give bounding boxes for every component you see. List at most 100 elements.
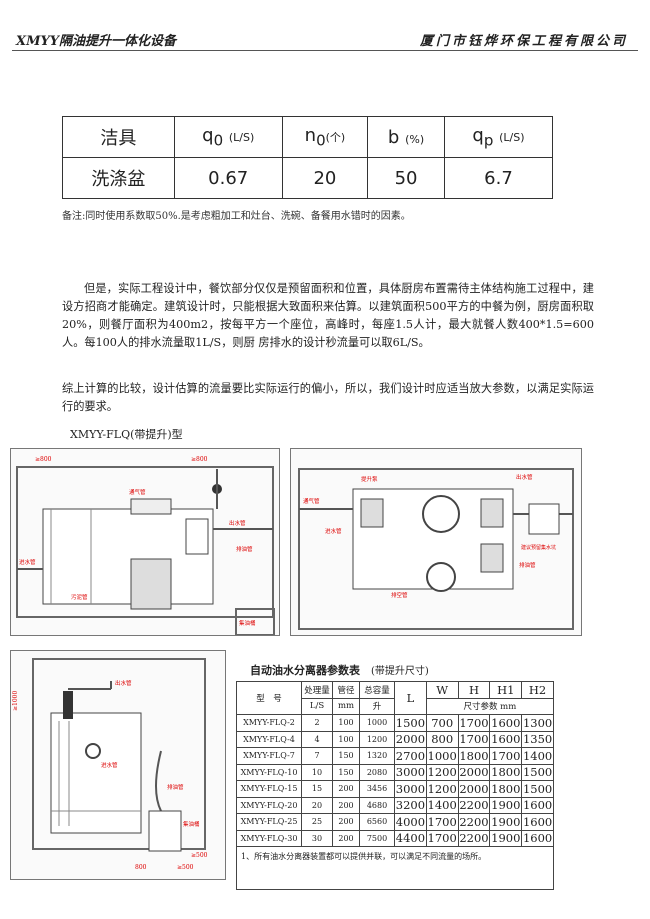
table-cell: 1700 [457, 714, 491, 732]
table-cell: 800 [425, 730, 459, 748]
table-cell: 30 [301, 829, 333, 847]
param-table: 型 号 处理量 管径 总容量 L W H H1 H2 L/S mm 升 尺寸参数… [236, 681, 555, 890]
table-cell: 2700 [394, 747, 427, 765]
d1-label-oilbucket: 集油桶 [239, 619, 256, 627]
table-cell: 1500 [521, 780, 554, 798]
table-cell: 1700 [425, 813, 459, 831]
cell-fixture: 洁具 [62, 116, 175, 158]
table-cell: 10 [301, 763, 333, 781]
table-cell: 1300 [521, 714, 554, 732]
table-cell: 1500 [394, 714, 427, 732]
th-H1: H1 [489, 681, 523, 699]
table-cell: 4680 [359, 796, 395, 814]
table-note: 备注:同时使用系数取50%.是考虑粗加工和灶台、洗碗、备餐用水错时的因素。 [62, 211, 411, 222]
table-cell: XMYY-FLQ-30 [236, 829, 302, 847]
model-label: XMYY-FLQ(带提升)型 [70, 428, 183, 441]
table-cell: 100 [332, 730, 360, 748]
table-cell: 1800 [489, 780, 523, 798]
table-cell: 1350 [521, 730, 554, 748]
table-cell: 1400 [425, 796, 459, 814]
table-cell: 2080 [359, 763, 395, 781]
table-cell: XMYY-FLQ-15 [236, 780, 302, 798]
drawing-front-view: ≥1000 ≥500 800 ≥500 出水管 进水管 排油管 集油桶 [10, 650, 226, 880]
table-cell: 2000 [394, 730, 427, 748]
flow-table-row: 洗涤盆 0.67 20 50 6.7 [62, 157, 554, 199]
th-model: 型 号 [236, 681, 302, 715]
param-table-units: L/S mm 升 尺寸参数 mm [237, 697, 555, 715]
table-cell: 2200 [457, 829, 491, 847]
table-cell: XMYY-FLQ-7 [236, 747, 302, 765]
table-cell: 3000 [394, 780, 427, 798]
th-H2: H2 [521, 681, 554, 699]
table-cell: 1500 [521, 763, 554, 781]
table-cell: 1320 [359, 747, 395, 765]
cell-row-n0: 20 [281, 157, 369, 199]
cell-n0: n0(个) [281, 116, 369, 158]
table-cell: 2200 [457, 796, 491, 814]
table-cell: 1900 [489, 796, 523, 814]
table-cell: 2000 [457, 780, 491, 798]
flow-table: 洁具 q0 (L/S) n0(个) b (%) qp (L/S) 洗涤盆 0.6… [62, 116, 554, 199]
table-cell: 700 [425, 714, 459, 732]
cell-row-fixture: 洗涤盆 [62, 157, 175, 199]
table-cell: 3000 [394, 763, 427, 781]
table-cell: 2000 [457, 763, 491, 781]
front-view-svg: ≥1000 ≥500 800 ≥500 出水管 进水管 排油管 集油桶 [12, 658, 208, 871]
table-cell: 1200 [425, 763, 459, 781]
table-cell: 4 [301, 730, 333, 748]
paragraph-1: 但是，实际工程设计中，餐饮部分仅仅是预留面积和位置，具体厨房布置需待主体结构施工… [62, 282, 594, 349]
table-cell: 6560 [359, 813, 395, 831]
table-cell: 20 [301, 796, 333, 814]
header-company-name: 厦门市钰烨环保工程有限公司 [419, 34, 628, 49]
table-cell: 150 [332, 763, 360, 781]
d3-label-outlet: 出水管 [115, 679, 132, 687]
drawing-side-view: ≥800 ≥800 通气管 进水管 出水管 排油管 污泥管 集油桶 [10, 448, 280, 636]
table-cell: 1600 [521, 796, 554, 814]
d2-label-drain: 排空管 [391, 591, 408, 599]
table-cell: XMYY-FLQ-10 [236, 763, 302, 781]
table-cell: 150 [332, 747, 360, 765]
param-table-title: 自动油水分离器参数表 (带提升尺寸) [250, 664, 429, 677]
side-view-svg: ≥800 ≥800 通气管 进水管 出水管 排油管 污泥管 集油桶 [16, 456, 275, 635]
table-cell: 200 [332, 813, 360, 831]
table-cell: 3456 [359, 780, 395, 798]
th-capacity: 处理量 [301, 681, 333, 699]
th-W: W [425, 681, 459, 699]
table-cell: 1200 [359, 730, 395, 748]
th-L: L [394, 681, 427, 715]
header-left-title: XMYY隔油提升一体化设备 [16, 34, 177, 49]
top-view-svg: 提升泵 出水管 通气管 进水管 排空管 排油管 建议预留集水坑 [298, 468, 574, 630]
table-cell: XMYY-FLQ-4 [236, 730, 302, 748]
table-cell: 1700 [457, 730, 491, 748]
d1-dim-1: ≥800 [35, 456, 52, 463]
d1-label-oil: 排油管 [236, 545, 253, 553]
th-pipe: 管径 [332, 681, 360, 699]
table-cell: 2 [301, 714, 333, 732]
param-table-head: 型 号 处理量 管径 总容量 L W H H1 H2 [236, 681, 554, 715]
table-cell: 1800 [489, 763, 523, 781]
table-cell: 1600 [489, 730, 523, 748]
table-cell: 25 [301, 813, 333, 831]
table-cell: 1000 [425, 747, 459, 765]
table-cell: 4000 [394, 813, 427, 831]
d2-label-outlet: 出水管 [516, 473, 533, 481]
th-volume: 总容量 [359, 681, 395, 699]
table-cell: 1400 [521, 747, 554, 765]
cell-qp: qp (L/S) [443, 116, 554, 158]
cell-q0: q0 (L/S) [173, 116, 283, 158]
table-cell: 200 [332, 796, 360, 814]
cell-row-qp: 6.7 [443, 157, 554, 199]
table-cell: 100 [332, 714, 360, 732]
d3-dim-1: ≥1000 [12, 691, 19, 711]
th-H: H [457, 681, 491, 699]
table-cell: XMYY-FLQ-2 [236, 714, 302, 732]
table-cell: 7 [301, 747, 333, 765]
d2-label-oil: 排油管 [519, 561, 536, 569]
